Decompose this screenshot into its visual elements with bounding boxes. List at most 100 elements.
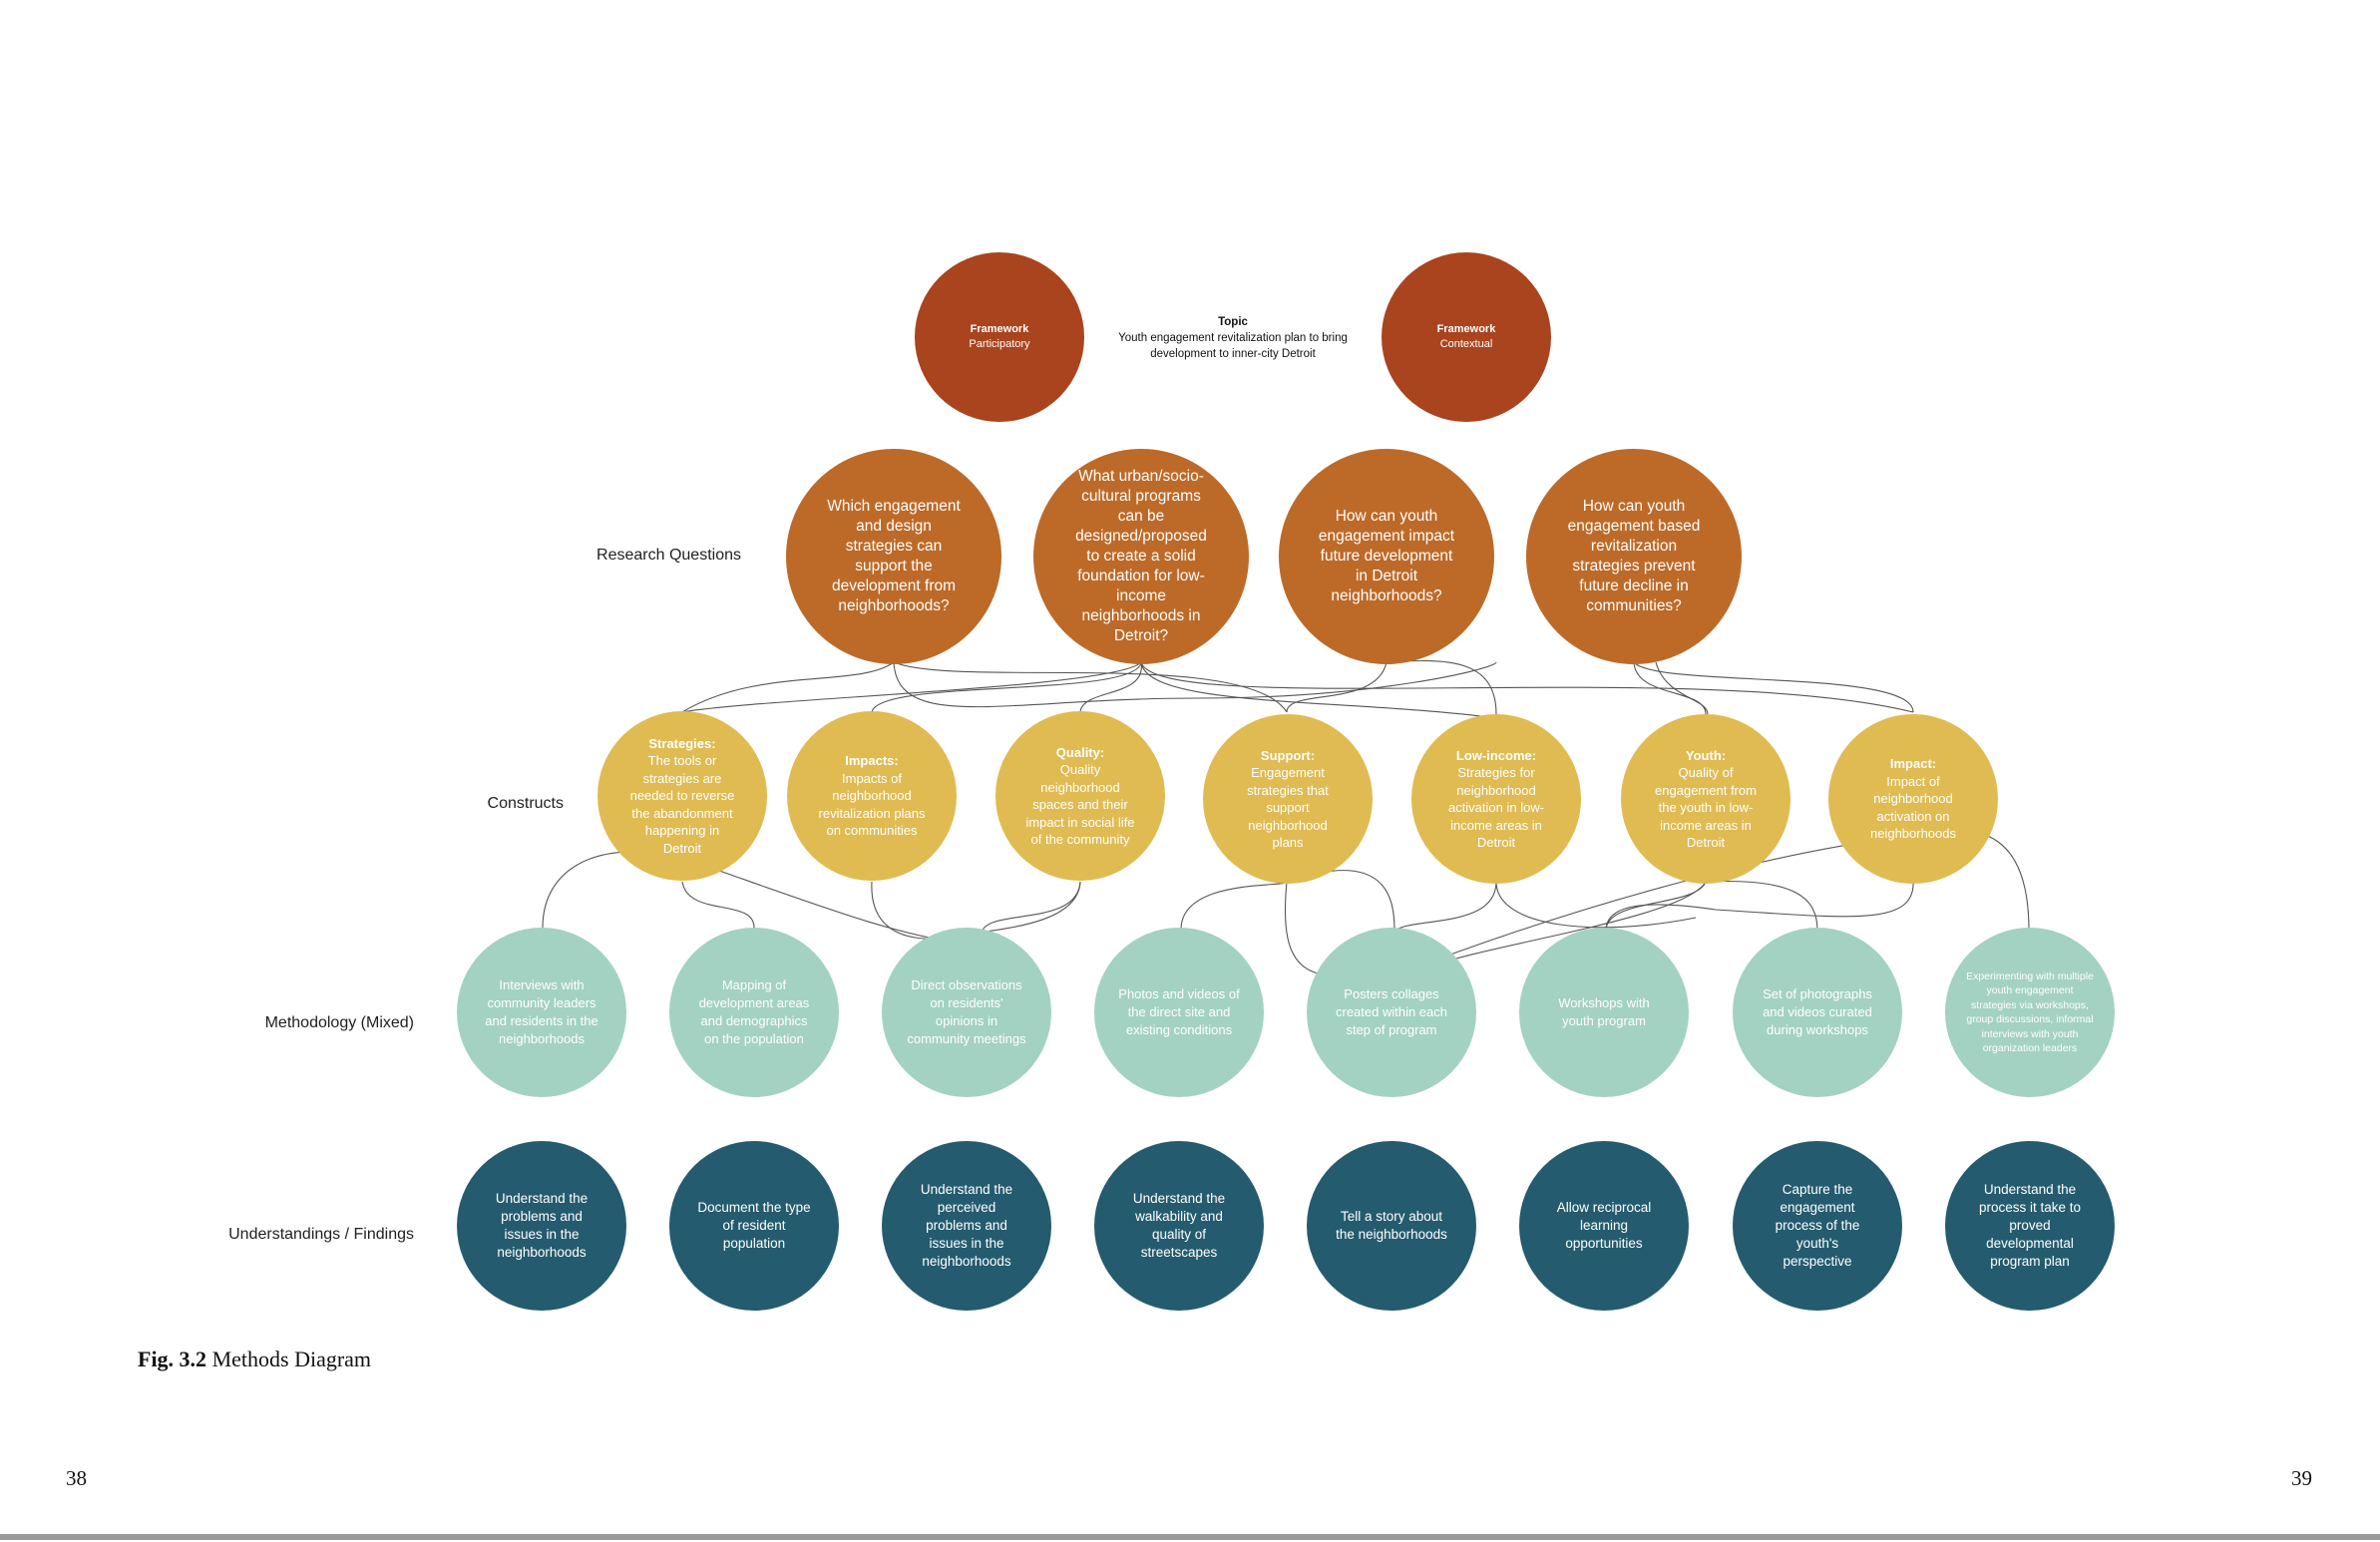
finding-text: Allow reciprocal learning opportunities [1556,1200,1652,1251]
finding-text: Understand the process it take to proved… [1978,1182,2082,1269]
methodology-item: Interviews with community leaders and re… [457,928,626,1097]
page-number-right: 39 [2291,1466,2312,1490]
connector-lowincome-workshops [1495,881,1697,929]
figure-title: Methods Diagram [211,1347,372,1371]
connector-rq2-impacts [871,661,1142,713]
connector-rq2-lowincome [1140,661,1497,719]
construct-text: Engagement strategies that support neigh… [1247,765,1329,850]
connector-impact-workshops [1605,881,1914,932]
construct-title: Quality: [1055,744,1105,760]
finding-item: Capture the engagement process of the yo… [1733,1141,1902,1311]
construct-low-income: Low-income: Strategies for neighborhood … [1411,714,1581,884]
finding-item: Document the type of resident population [669,1141,839,1311]
methodology-text: Posters collages created within each ste… [1335,986,1447,1037]
figure-caption: Fig. 3.2 Methods Diagram [138,1347,371,1372]
methodology-item: Workshops with youth program [1519,928,1689,1097]
finding-item: Allow reciprocal learning opportunities [1519,1141,1689,1311]
methodology-text: Mapping of development areas and demogra… [698,977,810,1046]
connector-rq4-youth [1633,661,1707,715]
finding-text: Document the type of resident population [697,1200,811,1251]
framework-text: Contextual [1439,338,1493,350]
connector-support-photos [1180,881,1288,931]
construct-youth: Youth: Quality of engagement from the yo… [1621,714,1790,884]
research-question-text: What urban/socio-cultural programs can b… [1075,468,1207,644]
construct-impacts: Impacts: Impacts of neighborhood revital… [787,711,957,881]
methodology-item: Photos and videos of the direct site and… [1094,928,1264,1097]
framework-text: Participatory [969,338,1030,350]
finding-item: Understand the perceived problems and is… [882,1141,1051,1311]
methodology-text: Photos and videos of the direct site and… [1118,986,1240,1037]
topic-description: Youth engagement revitalization plan to … [1118,332,1348,360]
finding-item: Understand the process it take to proved… [1945,1141,2115,1311]
connector-rq3-support [1286,661,1388,713]
row-label-findings: Understandings / Findings [228,1226,414,1243]
methodology-item: Mapping of development areas and demogra… [669,928,839,1097]
figure-label: Fig. 3.2 [138,1347,207,1371]
finding-text: Understand the problems and issues in th… [495,1191,589,1260]
research-question-text: Which engagement and design strategies c… [827,498,961,614]
research-question: How can youth engagement impact future d… [1279,449,1494,664]
page-number-left: 38 [66,1466,87,1490]
connector-rq2-quality [1079,661,1142,713]
methodology-item: Experimenting with multiple youth engage… [1945,928,2115,1097]
connector-rq2-strategies [681,661,1142,713]
finding-text: Capture the engagement process of the yo… [1775,1182,1860,1269]
finding-item: Understand the problems and issues in th… [457,1141,626,1311]
connector-rq1-youth [893,661,1497,708]
framework-title: Framework [970,323,1029,335]
construct-text: Impact of neighborhood activation on nei… [1869,773,1957,842]
construct-support: Support: Engagement strategies that supp… [1203,714,1373,884]
research-question: How can youth engagement based revitaliz… [1526,449,1742,664]
framework-title: Framework [1436,323,1496,335]
row-label-research-questions: Research Questions [596,547,741,564]
row-label-methodology: Methodology (Mixed) [264,1014,414,1031]
methodology-item: Set of photographs and videos curated du… [1733,928,1902,1097]
construct-text: Quality of engagement from the youth in … [1655,765,1757,850]
finding-item: Understand the walkability and quality o… [1094,1141,1264,1311]
construct-text: The tools or strategies are needed to re… [629,753,735,856]
connector-quality-observations [981,881,1081,934]
framework-participatory: Framework Participatory [915,252,1084,422]
construct-text: Impacts of neighborhood revitalization p… [818,770,926,839]
construct-text: Strategies for neighborhood activation i… [1447,765,1545,850]
construct-text: Quality neighborhood spaces and their im… [1025,762,1135,847]
construct-quality: Quality: Quality neighborhood spaces and… [995,711,1165,881]
framework-contextual: Framework Contextual [1382,252,1551,422]
finding-text: Tell a story about the neighborhoods [1336,1209,1447,1242]
finding-text: Understand the perceived problems and is… [920,1182,1013,1269]
methodology-text: Experimenting with multiple youth engage… [1966,969,2094,1055]
construct-impact: Impact: Impact of neighborhood activatio… [1828,714,1998,884]
topic-title: Topic [1218,316,1248,328]
construct-title: Support: [1260,747,1316,763]
methodology-item: Posters collages created within each ste… [1307,928,1476,1097]
finding-item: Tell a story about the neighborhoods [1307,1141,1476,1311]
methodology-item: Direct observations on residents' opinio… [882,928,1051,1097]
row-label-constructs: Constructs [487,795,564,812]
research-question-text: How can youth engagement based revitaliz… [1567,498,1701,614]
connector-rq2-impact [1140,661,1914,713]
connector-rq1-support [893,661,1288,713]
methodology-text: Workshops with youth program [1558,995,1650,1028]
connector-rq4-youth2 [1655,661,1709,715]
construct-title: Youth: [1685,747,1727,763]
connector-strategies-observations [681,857,969,945]
connector-lowincome-posters [1395,881,1497,931]
page-bottom-rule [0,1534,2380,1540]
connector-youth-setphotos [1705,880,1818,932]
methodology-text: Interviews with community leaders and re… [485,977,598,1046]
research-question-text: How can youth engagement impact future d… [1318,508,1455,604]
finding-text: Understand the walkability and quality o… [1132,1191,1226,1260]
construct-strategies: Strategies: The tools or strategies are … [597,711,767,881]
research-question: What urban/socio-cultural programs can b… [1033,449,1249,664]
construct-title: Impact: [1889,756,1937,772]
connector-rq1-strategies [681,661,895,713]
topic-text: Topic Youth engagement revitalization pl… [1103,314,1363,362]
construct-title: Low-income: [1455,747,1537,763]
research-question: Which engagement and design strategies c… [786,449,1001,664]
construct-title: Impacts: [845,753,899,769]
connector-rq4-impact [1633,661,1914,713]
connector-strategies-mapping [681,881,755,929]
methodology-text: Set of photographs and videos curated du… [1763,986,1872,1037]
